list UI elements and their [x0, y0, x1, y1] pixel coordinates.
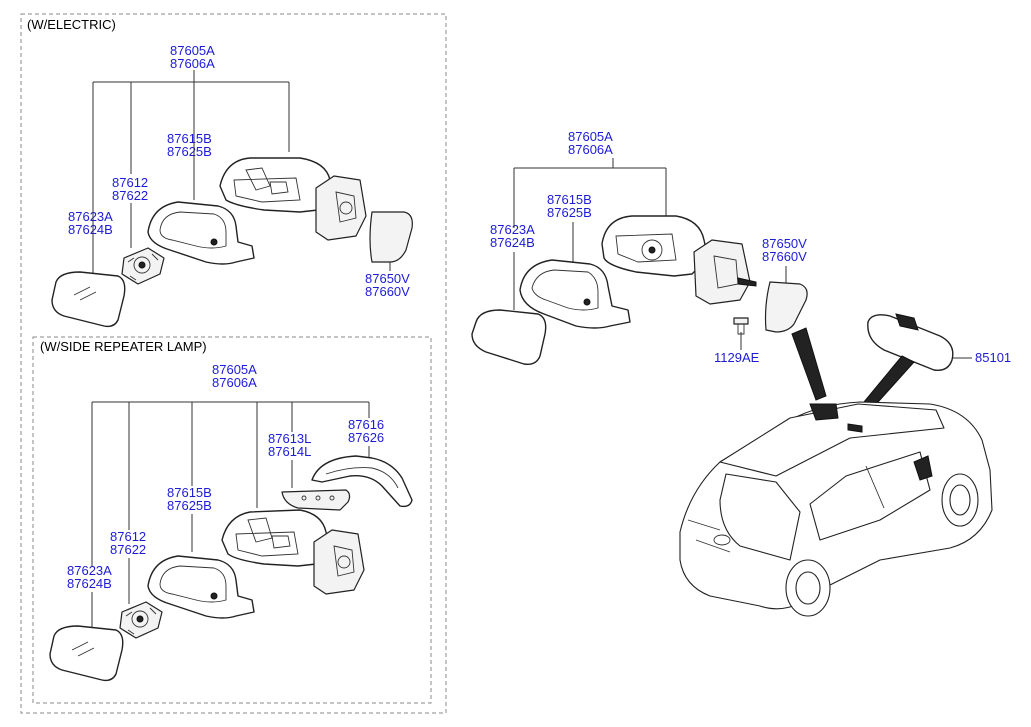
e-cover-label-b: 87660V: [365, 284, 410, 299]
m-glass-label-a: 87623A: [490, 222, 535, 237]
m-assy-label-b: 87606A: [568, 142, 613, 157]
m-mirror-assy: [601, 215, 757, 305]
m-housing-label-b: 87625B: [547, 205, 592, 220]
e-assy-label-b: 87606A: [170, 56, 215, 71]
electric-group: 87605A 87606A 87615B 87625B 87612 87622 …: [51, 43, 413, 328]
r-leader-ends: [91, 446, 370, 632]
main-mirror-group: 87605A 87606A 87615B 87625B 87623A 87624…: [471, 129, 808, 366]
e-actuator: [121, 247, 165, 285]
r-leader-tree: [91, 401, 370, 566]
m-leader-ends: [740, 266, 787, 350]
car-illustration: [679, 401, 993, 617]
r-lamp-label-a: 87613L: [268, 431, 311, 446]
section-title-electric: (W/ELECTRIC): [27, 17, 116, 32]
r-glass-label-a: 87623A: [67, 563, 112, 578]
m-housing: [519, 259, 631, 329]
r-housing-label-a: 87615B: [167, 485, 212, 500]
r-cap-label-a: 87616: [348, 417, 384, 432]
e-glass-label-a: 87623A: [68, 209, 113, 224]
e-glass-shine: [73, 286, 97, 301]
e-mirror-assy: [219, 157, 367, 241]
pointer-arrow-outside-mirror: [791, 327, 827, 401]
r-lamp-label-b: 87614L: [268, 444, 311, 459]
e-glass-label-b: 87624B: [68, 222, 113, 237]
r-assy-label-a: 87605A: [212, 362, 257, 377]
repeater-group: 87605A 87606A 87613L 87614L 87616 87626 …: [49, 362, 413, 682]
m-mirror-glass: [471, 309, 547, 366]
m-bolt: [733, 317, 749, 335]
r-actuator: [119, 601, 163, 639]
e-actuator-label-b: 87622: [112, 188, 148, 203]
m-cover-label-a: 87650V: [762, 236, 807, 251]
r-actuator-label-a: 87612: [110, 529, 146, 544]
e-housing: [147, 201, 255, 265]
m-housing-label-a: 87615B: [547, 192, 592, 207]
inside-mirror-group: 85101: [867, 313, 1011, 371]
e-cover-label-a: 87650V: [365, 271, 410, 286]
e-assy-label-a: 87605A: [170, 43, 215, 58]
r-mirror-cap: [311, 455, 413, 508]
e-mirror-cover: [369, 211, 413, 263]
r-repeater-lamp: [281, 489, 351, 511]
m-cover-label-b: 87660V: [762, 249, 807, 264]
e-housing-label-b: 87625B: [167, 144, 212, 159]
repeater-frame: [32, 336, 432, 704]
inside-mirror-mount: [895, 313, 919, 331]
r-cap-label-b: 87626: [348, 430, 384, 445]
e-mirror-glass: [51, 271, 126, 328]
m-leader-tree: [513, 158, 667, 310]
m-assy-label-a: 87605A: [568, 129, 613, 144]
section-title-repeater: (W/SIDE REPEATER LAMP): [40, 339, 207, 354]
e-actuator-label-a: 87612: [112, 175, 148, 190]
e-housing-label-a: 87615B: [167, 131, 212, 146]
r-mirror-glass: [49, 625, 124, 682]
m-mirror-cover: [764, 281, 808, 333]
m-glass-label-b: 87624B: [490, 235, 535, 250]
e-leader-tree: [92, 70, 290, 280]
r-mirror-assy: [221, 509, 365, 595]
outer-frame: [20, 13, 447, 714]
m-bolt-label: 1129AE: [714, 350, 760, 365]
r-housing: [147, 555, 255, 619]
r-glass-label-b: 87624B: [67, 576, 112, 591]
inside-mirror-label: 85101: [975, 350, 1011, 365]
r-housing-label-b: 87625B: [167, 498, 212, 513]
inside-mirror: [867, 314, 954, 371]
r-actuator-label-b: 87622: [110, 542, 146, 557]
r-glass-shine: [71, 641, 95, 657]
r-assy-label-b: 87606A: [212, 375, 257, 390]
